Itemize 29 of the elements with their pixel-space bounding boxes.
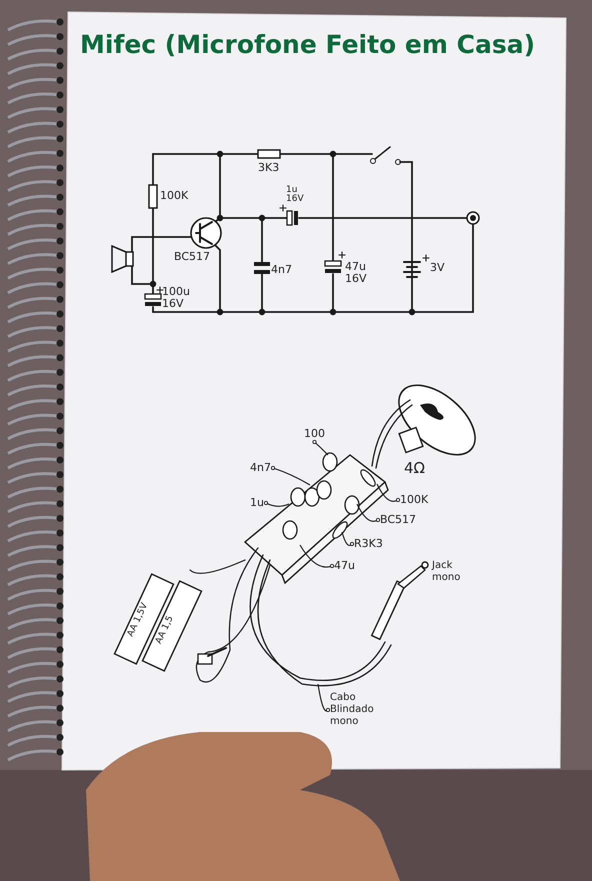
leader-line bbox=[312, 440, 328, 456]
leader-line bbox=[356, 504, 380, 522]
leader-line bbox=[317, 684, 330, 712]
callout-label: 47u bbox=[334, 560, 355, 572]
leader-line bbox=[264, 500, 290, 507]
battery-label: AA 1,5V bbox=[124, 601, 151, 639]
component-value: 1u 16V bbox=[286, 186, 305, 204]
leader-line bbox=[300, 544, 334, 568]
battery-label: AA 1,5 bbox=[153, 614, 177, 646]
impedance-label: 4Ω bbox=[404, 460, 426, 476]
component-value: 3V bbox=[430, 262, 445, 274]
leader-line bbox=[270, 466, 310, 486]
callout-label: Cabo Blindado mono bbox=[330, 692, 380, 728]
part-number: BC517 bbox=[174, 251, 210, 263]
callout-label: 100 bbox=[304, 428, 325, 440]
callout-label: BC517 bbox=[380, 514, 416, 526]
component-value: 3K3 bbox=[258, 162, 280, 174]
component-value: 100u 16V bbox=[162, 286, 191, 310]
callout-label: R3K3 bbox=[354, 538, 383, 550]
leader-line bbox=[341, 532, 354, 546]
component-label: Jack mono bbox=[432, 560, 462, 584]
callout-label: 4n7 bbox=[250, 462, 271, 474]
title: Mifec (Microfone Feito em Casa) bbox=[80, 30, 536, 60]
component-value: 47u 16V bbox=[345, 261, 368, 285]
leader-line bbox=[376, 484, 400, 502]
callout-label: 1u bbox=[250, 497, 264, 509]
component-value: 100K bbox=[160, 190, 188, 202]
component-value: 4n7 bbox=[271, 264, 292, 276]
callout-label: 100K bbox=[400, 494, 428, 506]
